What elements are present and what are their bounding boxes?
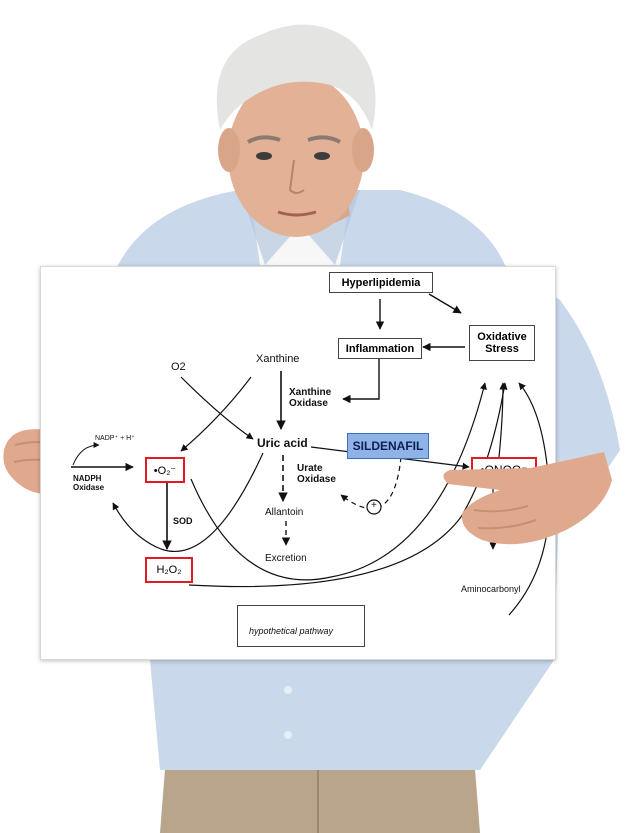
curve-onoo-oxid (498, 382, 507, 458)
ear-left (218, 128, 240, 172)
node-peroxynitrite: •ONOO⁻ (471, 457, 537, 483)
label-urate-oxidase-line1: Urate (297, 463, 323, 474)
diagram-poster: Hyperlipidemia Oxidative Stress Inflamma… (40, 266, 556, 660)
plus-circle (366, 499, 382, 515)
eye-right (314, 152, 330, 160)
node-aminocarbonyl: Aminocarbonyl (461, 584, 521, 594)
eyebrow-left (247, 135, 281, 144)
label-nadph-oxidase-line1: NADPH (73, 474, 102, 483)
eyebrow-right (307, 135, 341, 144)
shirt-button (284, 686, 292, 694)
arrow-xanthine-superoxide (180, 376, 252, 452)
arrow-hyper-oxid (428, 293, 462, 314)
shirt-button (284, 731, 292, 739)
legend-label: hypothetical pathway (249, 626, 334, 636)
face (228, 73, 364, 237)
label-xanthine-oxidase-line1: Xanthine (289, 387, 332, 398)
arrow-o2-uric (180, 376, 254, 440)
mouth (277, 210, 317, 217)
label-nadph-oxidase: NADPH Oxidase (73, 474, 105, 493)
arrow-nadp (72, 442, 100, 466)
node-sildenafil: SILDENAFIL (347, 433, 429, 459)
curve-h2o2-oxid (188, 382, 508, 588)
node-superoxide: •O₂⁻ (145, 457, 185, 483)
legend-box (237, 605, 365, 647)
curve-superoxide-oxid (190, 382, 487, 581)
hair (216, 24, 376, 131)
label-urate-oxidase-line2: Oxidase (297, 474, 336, 485)
label-sod: SOD (173, 516, 193, 526)
label-xanthine-oxidase-line2: Oxidase (289, 398, 328, 409)
arrow-sildenafil-hypothetical (340, 456, 402, 510)
node-oxidative-stress-line2: Stress (485, 343, 519, 355)
node-xanthine: Xanthine (256, 353, 300, 365)
node-h2o2: H₂O₂ (145, 557, 193, 583)
curve-aminocarbonyl (508, 382, 550, 616)
arrow-infl-xo (342, 359, 380, 404)
label-plus: + (371, 500, 377, 511)
label-nadph-oxidase-line2: Oxidase (73, 482, 105, 492)
node-allantoin: Allantoin (265, 507, 304, 518)
node-inflammation: Inflammation (338, 338, 422, 359)
eye-left (256, 152, 272, 160)
node-oxidative-stress: Oxidative Stress (469, 325, 535, 361)
label-xanthine-oxidase: Xanthine Oxidase (289, 387, 331, 409)
node-o2: O2 (171, 361, 186, 373)
nose (288, 159, 305, 194)
label-urate-oxidase: Urate Oxidase (297, 463, 336, 485)
node-hyperlipidemia: Hyperlipidemia (329, 272, 433, 293)
node-excretion: Excretion (265, 553, 307, 564)
node-oxidative-stress-line1: Oxidative (477, 331, 527, 343)
node-uric-acid: Uric acid (257, 436, 308, 450)
ear-right (352, 128, 374, 172)
curve-uric-nadph (112, 452, 264, 553)
label-nadp: NADP⁺ + H⁺ (95, 435, 135, 442)
